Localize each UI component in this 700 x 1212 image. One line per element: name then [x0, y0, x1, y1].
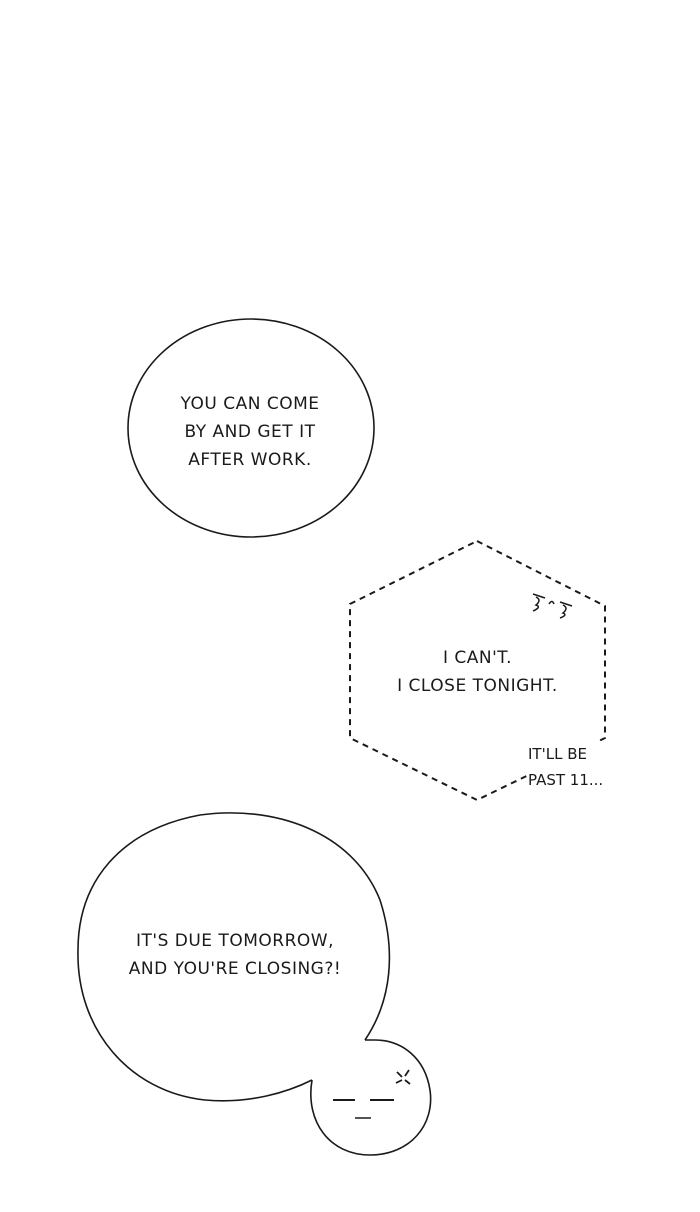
- bubble-2-text: I CAN'T. I CLOSE TONIGHT.: [397, 648, 558, 696]
- bubble-2-aside: IT'LL BE PAST 11...: [528, 741, 618, 793]
- dashed-hexagon-bubble: [349, 539, 606, 802]
- speech-bubble-3: [77, 812, 391, 1102]
- face-bubble: [310, 1039, 432, 1156]
- speech-bubble-1: [127, 318, 375, 538]
- bubble-3-text: IT'S DUE TOMORROW, AND YOU'RE CLOSING?!: [128, 931, 342, 979]
- sweat-mark-icon: [532, 593, 573, 619]
- bubble-1-text: YOU CAN COME BY AND GET IT AFTER WORK.: [180, 394, 320, 470]
- annoyed-face-icon: [333, 1069, 411, 1119]
